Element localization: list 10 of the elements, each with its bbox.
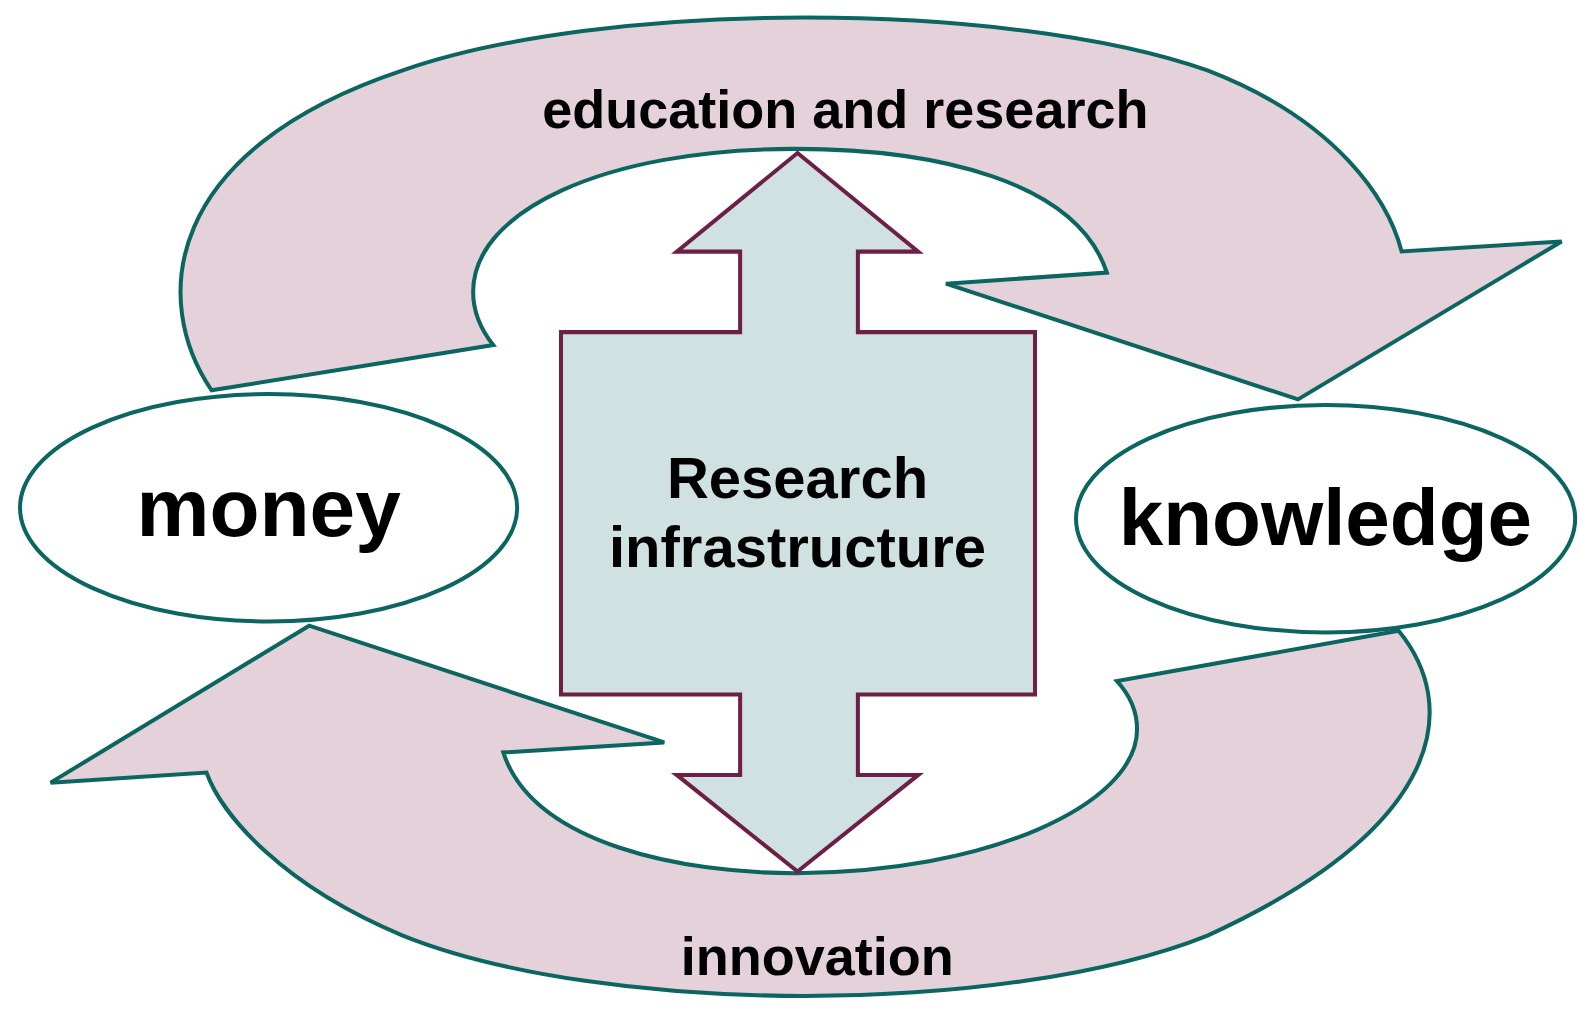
curved-block-arrow (48, 623, 1432, 998)
node-label: knowledge (1118, 472, 1533, 565)
edge-label: education and research (542, 81, 1149, 136)
ellipse-node (1073, 402, 1577, 634)
node-label: money (136, 461, 401, 555)
curved-block-arrow (178, 15, 1564, 402)
ellipse-node (18, 392, 520, 624)
node-label: Research infrastructure (608, 443, 988, 582)
double-arrow-box (560, 152, 1035, 872)
edge-label: innovation (680, 929, 954, 984)
